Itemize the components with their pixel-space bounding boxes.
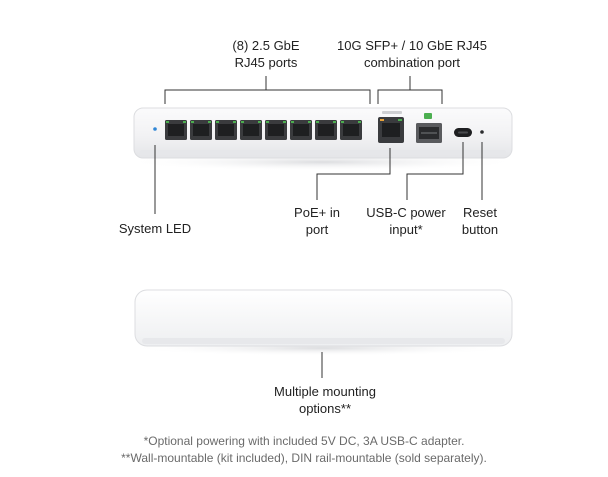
reset-label-line1: Reset bbox=[463, 205, 497, 220]
sfp-combo-label: 10G SFP+ / 10 GbE RJ45 combination port bbox=[330, 37, 494, 71]
switch-side-view bbox=[124, 289, 520, 356]
rj45-port bbox=[165, 120, 187, 140]
poe-port-label: PoE+ in port bbox=[282, 204, 352, 238]
reset-label: Reset button bbox=[452, 204, 508, 238]
usbc-port bbox=[454, 128, 472, 137]
usbc-power-label-line2: input* bbox=[389, 222, 423, 237]
footnote-powering: *Optional powering with included 5V DC, … bbox=[143, 434, 465, 448]
sfp-plus-port bbox=[416, 113, 442, 143]
usbc-power-leader bbox=[406, 142, 464, 200]
mounting-label: Multiple mounting options** bbox=[250, 383, 400, 417]
system-led bbox=[153, 127, 157, 131]
usbc-power-label: USB-C power input* bbox=[361, 204, 451, 238]
reset-pinhole bbox=[480, 130, 484, 134]
usbc-power-label-line1: USB-C power bbox=[366, 205, 446, 220]
footnote-mounting: **Wall-mountable (kit included), DIN rai… bbox=[121, 451, 487, 465]
poe-port-label-line2: port bbox=[305, 222, 329, 237]
rj45-port bbox=[340, 120, 362, 140]
sfp-bracket bbox=[377, 89, 443, 104]
mounting-label-line2: options** bbox=[298, 401, 352, 416]
system-led-label-line1: System LED bbox=[118, 221, 192, 236]
rj45-port bbox=[265, 120, 287, 140]
rj45-port bbox=[315, 120, 337, 140]
sfp-combo-label-line1: 10G SFP+ / 10 GbE RJ45 bbox=[337, 38, 487, 53]
rj45-port bbox=[215, 120, 237, 140]
rj45-port bbox=[290, 120, 312, 140]
system-led-label: System LED bbox=[110, 220, 200, 237]
reset-label-line2: button bbox=[461, 222, 499, 237]
sfp-combo-label-line2: combination port bbox=[363, 55, 461, 70]
switch-front-view bbox=[122, 107, 522, 171]
rj45-port bbox=[240, 120, 262, 140]
poe-port-leader bbox=[316, 148, 391, 200]
mounting-label-line1: Multiple mounting bbox=[274, 384, 376, 399]
rj45-bracket bbox=[164, 89, 371, 104]
rj45-ports-label-line1: (8) 2.5 GbE bbox=[232, 38, 300, 53]
rj45-port bbox=[190, 120, 212, 140]
rj45-ports-label-line2: RJ45 ports bbox=[234, 55, 298, 70]
poe-port-label-line1: PoE+ in bbox=[294, 205, 340, 220]
poe-in-port bbox=[378, 111, 404, 143]
rj45-port-group bbox=[165, 120, 362, 140]
rj45-ports-label: (8) 2.5 GbE RJ45 ports bbox=[206, 37, 326, 71]
